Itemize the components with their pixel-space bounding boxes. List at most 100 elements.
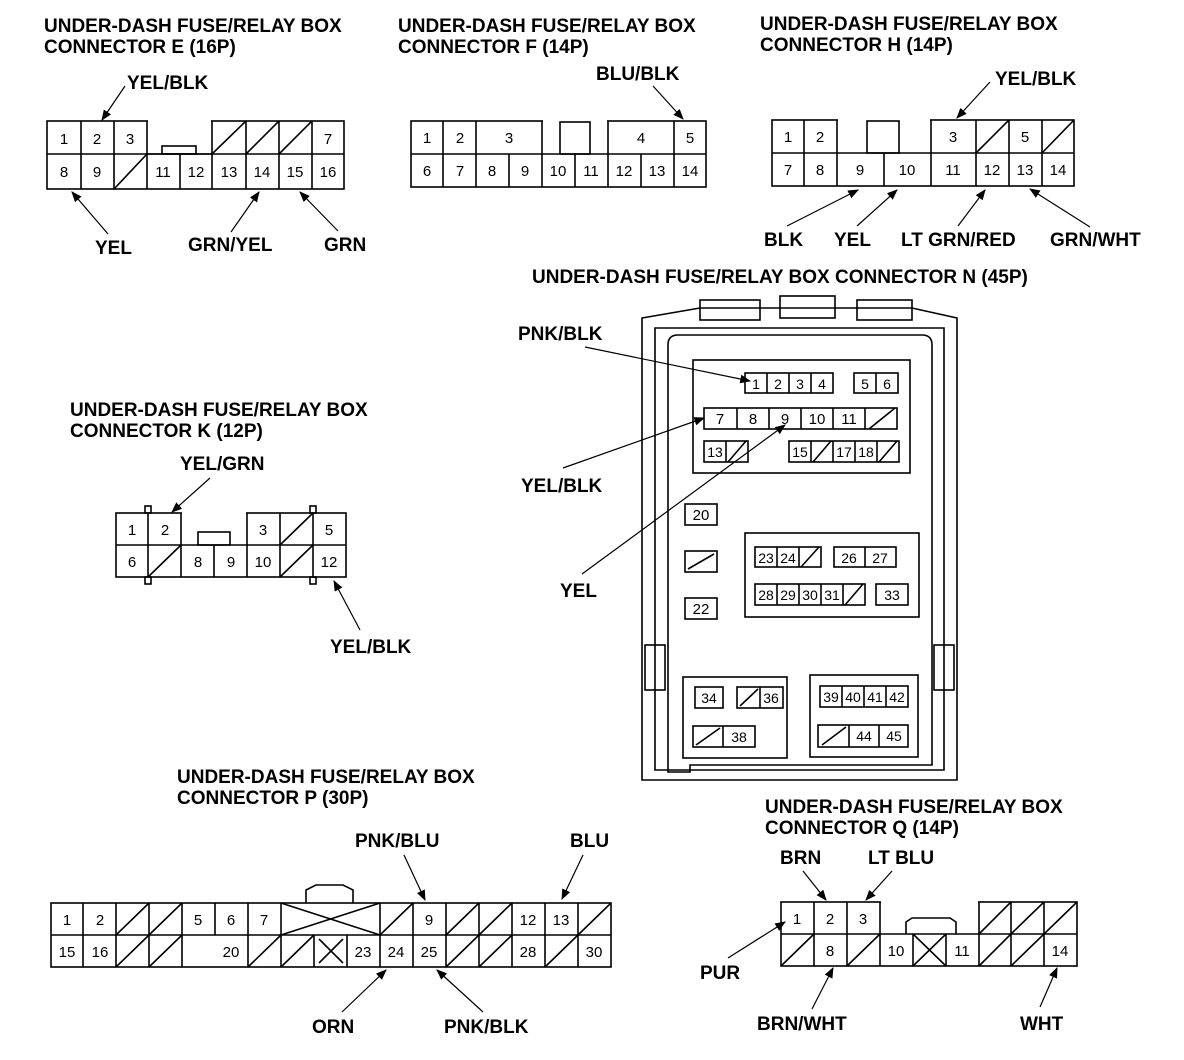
connector-f: UNDER-DASH FUSE/RELAY BOX CONNECTOR F (1… — [398, 16, 707, 188]
pin-label: 7 — [716, 411, 724, 428]
pin-label: 30 — [586, 944, 603, 961]
pin-label: 16 — [92, 944, 109, 961]
pin-label: 9 — [425, 912, 433, 929]
pin-label: 11 — [954, 943, 970, 960]
wire-label: PNK/BLK — [444, 1017, 529, 1038]
pin-label: 8 — [749, 411, 757, 428]
pin-label: 6 — [128, 554, 136, 571]
pin-label: 5 — [861, 376, 869, 392]
pin-label: 3 — [859, 911, 867, 928]
pin-label: 3 — [126, 131, 134, 148]
pin-label: 2 — [96, 912, 104, 929]
pin-label: 7 — [784, 162, 792, 179]
pin-label: 9 — [93, 164, 101, 181]
pin-label: 11 — [155, 164, 171, 181]
pin-label: 16 — [320, 164, 337, 181]
pin-label: 28 — [758, 587, 774, 603]
pin-label: 12 — [984, 162, 1001, 179]
wire-label: GRN/YEL — [188, 235, 273, 256]
pin-label: 1 — [60, 131, 68, 148]
pin-label: 10 — [809, 411, 826, 428]
pin-label: 11 — [945, 162, 961, 179]
pin-label: 9 — [856, 162, 864, 179]
wire-label: WHT — [1020, 1014, 1064, 1035]
pin-label: 8 — [816, 162, 824, 179]
wire-label: ORN — [312, 1017, 354, 1038]
pin-label: 9 — [227, 554, 235, 571]
pin-label: 25 — [421, 944, 438, 961]
wire-label: YEL — [560, 581, 597, 602]
wire-label: BLU/BLK — [596, 64, 680, 85]
pin-label: 33 — [884, 587, 900, 603]
pin-label: 11 — [583, 163, 599, 180]
wire-label: BRN/WHT — [757, 1014, 847, 1035]
wire-label: GRN/WHT — [1050, 230, 1141, 251]
pin-label: 31 — [824, 587, 840, 603]
wire-label: YEL/GRN — [180, 454, 264, 475]
pin-label: 9 — [521, 163, 529, 180]
pin-label: 6 — [423, 163, 431, 180]
pin-label: 1 — [128, 522, 136, 539]
pin-label: 1 — [784, 129, 792, 146]
pin-label: 26 — [841, 550, 857, 566]
connector-e-title-line2: CONNECTOR E (16P) — [44, 37, 236, 58]
pin-label: 5 — [686, 130, 694, 147]
pin-label: 12 — [520, 912, 537, 929]
pin-label: 44 — [856, 728, 872, 744]
pin-label: 10 — [888, 943, 905, 960]
connector-n-title: UNDER-DASH FUSE/RELAY BOX CONNECTOR N (4… — [532, 267, 1028, 288]
pin-label: 3 — [796, 376, 804, 392]
pin-label: 2 — [161, 522, 169, 539]
pin-label: 14 — [254, 164, 271, 181]
pin-label: 29 — [780, 587, 796, 603]
pin-label: 20 — [223, 944, 240, 961]
pin-label: 11 — [841, 411, 857, 428]
pin-label: 10 — [550, 163, 567, 180]
wire-label: BRN — [780, 848, 821, 869]
pin-label: 39 — [823, 689, 839, 705]
pin-label: 3 — [259, 522, 267, 539]
pin-label: 4 — [818, 376, 826, 392]
connector-p: UNDER-DASH FUSE/RELAY BOX CONNECTOR P (3… — [50, 767, 612, 1038]
pin-label: 41 — [867, 689, 883, 705]
pin-label: 15 — [59, 944, 76, 961]
pin-label: 45 — [886, 728, 902, 744]
pin-label: 23 — [758, 550, 774, 566]
wire-label: YEL/BLK — [521, 476, 603, 497]
pin-label: 6 — [227, 912, 235, 929]
connector-h-title-line2: CONNECTOR H (14P) — [760, 35, 953, 56]
connector-k-title-line2: CONNECTOR K (12P) — [70, 421, 263, 442]
pin-label: 2 — [816, 129, 824, 146]
connector-q-title-line2: CONNECTOR Q (14P) — [765, 818, 959, 839]
pin-label: 2 — [456, 130, 464, 147]
pin-label: 6 — [883, 376, 891, 392]
connector-e-title-line1: UNDER-DASH FUSE/RELAY BOX — [44, 16, 342, 37]
pin-label: 24 — [388, 944, 405, 961]
pin-label: 38 — [731, 729, 747, 745]
pin-label: 15 — [792, 444, 808, 460]
pin-label: 42 — [889, 689, 905, 705]
pin-label: 2 — [93, 131, 101, 148]
pin-label: 3 — [505, 130, 513, 147]
pin-label: 5 — [325, 522, 333, 539]
pin-label: 22 — [693, 601, 710, 618]
pin-label: 7 — [324, 131, 332, 148]
connector-p-title-line2: CONNECTOR P (30P) — [177, 788, 368, 809]
wire-label: PNK/BLU — [355, 831, 439, 852]
pin-label: 1 — [423, 130, 431, 147]
wire-label: YEL/BLK — [995, 69, 1077, 90]
pin-label: 12 — [188, 164, 205, 181]
connector-h: UNDER-DASH FUSE/RELAY BOX CONNECTOR H (1… — [760, 14, 1141, 251]
pin-label: 23 — [355, 944, 372, 961]
pin-label: 5 — [194, 912, 202, 929]
pin-label: 30 — [802, 587, 818, 603]
pin-label: 13 — [1017, 162, 1034, 179]
pin-label: 13 — [553, 912, 570, 929]
wire-label: YEL/BLK — [330, 637, 412, 658]
connector-f-title-line2: CONNECTOR F (14P) — [398, 37, 589, 58]
pin-label: 7 — [260, 912, 268, 929]
pin-label: 20 — [693, 507, 710, 524]
connector-k: UNDER-DASH FUSE/RELAY BOX CONNECTOR K (1… — [70, 400, 412, 658]
connector-p-title-line1: UNDER-DASH FUSE/RELAY BOX — [177, 767, 475, 788]
